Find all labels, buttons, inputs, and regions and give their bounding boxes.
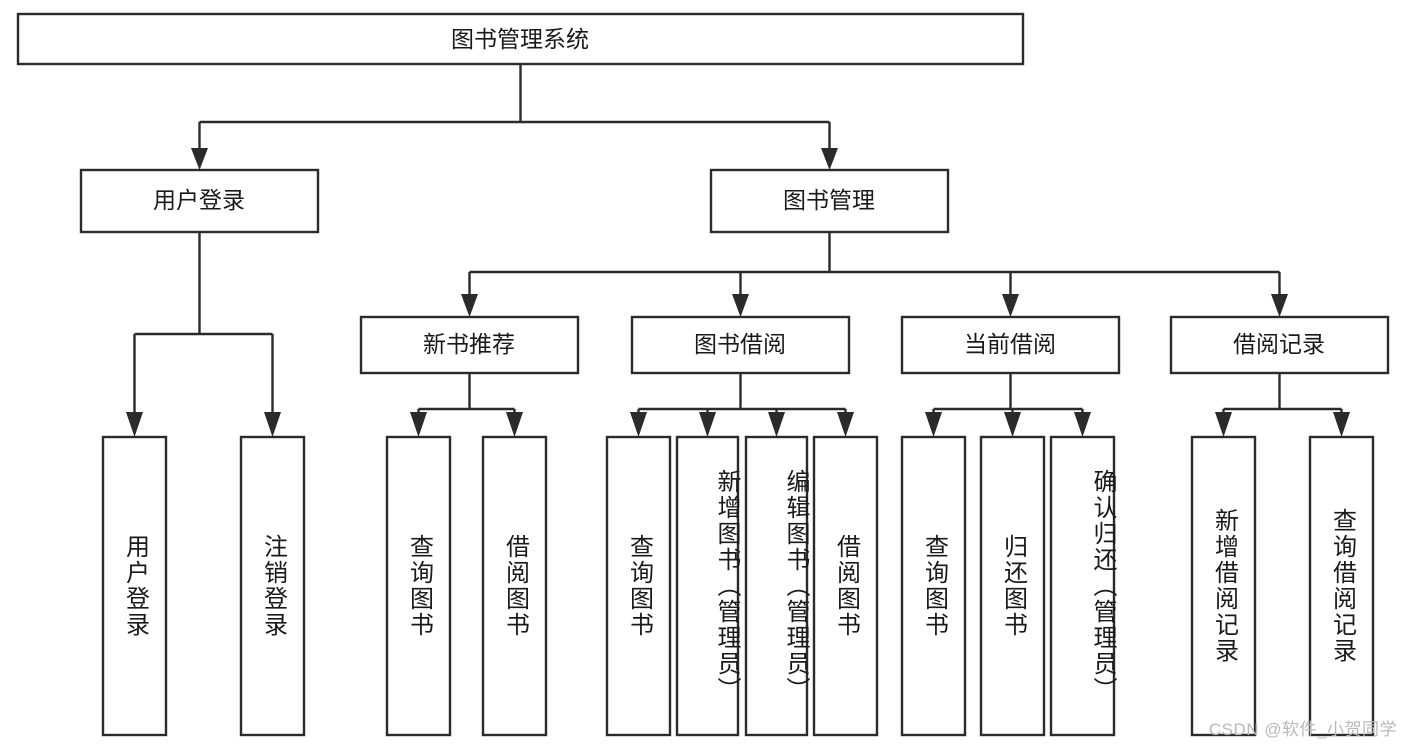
arrow-head-icon (768, 412, 785, 437)
node-borrow-records[interactable] (1169, 315, 1390, 375)
arrow-head-icon (699, 412, 716, 437)
leaf-query-book-newbook[interactable] (385, 435, 452, 737)
leaf-query-book-borrow[interactable] (605, 435, 672, 737)
arrow-head-icon (506, 412, 523, 437)
node-root-label: 图书管理系统 (451, 26, 589, 52)
arrow-head-icon (1333, 412, 1350, 437)
arrow-head-icon (1004, 412, 1021, 437)
csdn-watermark: CSDN @软件_小贺同学 (1208, 720, 1397, 739)
leaf-add-borrow-record[interactable] (1190, 435, 1257, 737)
arrow-head-icon (264, 412, 281, 437)
arrow-head-icon (630, 412, 647, 437)
arrow-head-icon (1271, 294, 1288, 317)
leaf-add-book-admin[interactable] (675, 435, 740, 737)
node-user-login[interactable] (79, 168, 320, 234)
leaf-logout[interactable] (239, 435, 306, 737)
leaf-edit-book-admin[interactable] (744, 435, 809, 737)
arrow-head-icon (191, 148, 208, 170)
leaf-query-borrow-record[interactable] (1308, 435, 1375, 737)
leaf-borrow-book-newbook[interactable] (481, 435, 548, 737)
node-current-borrow[interactable] (900, 315, 1121, 375)
arrow-head-icon (1074, 412, 1091, 437)
leaf-user-login[interactable] (101, 435, 168, 737)
node-borrow-records-label: 借阅记录 (1233, 331, 1325, 357)
connector-userlogin-to-leaves (126, 232, 281, 437)
node-book-management[interactable] (709, 168, 950, 234)
arrow-head-icon (732, 294, 749, 317)
arrow-head-icon (126, 412, 143, 437)
arrow-head-icon (821, 148, 838, 170)
arrow-head-icon (837, 412, 854, 437)
leaf-borrow-book[interactable] (812, 435, 879, 737)
connector-newbook-to-leaves (410, 373, 523, 437)
node-new-book-recommend[interactable] (359, 315, 580, 375)
leaf-return-book[interactable] (979, 435, 1046, 737)
arrow-head-icon (925, 412, 942, 437)
arrow-head-icon (1002, 294, 1019, 317)
node-current-borrow-label: 当前借阅 (964, 331, 1056, 357)
node-root[interactable] (16, 12, 1025, 66)
node-book-borrow-label: 图书借阅 (694, 331, 786, 357)
node-user-login-label: 用户登录 (153, 187, 245, 213)
node-book-borrow[interactable] (630, 315, 851, 375)
node-book-management-label: 图书管理 (783, 187, 875, 213)
connector-records-to-leaves (1215, 373, 1350, 437)
connector-root-to-level2 (191, 64, 838, 170)
arrow-head-icon (461, 294, 478, 317)
leaf-confirm-return-admin[interactable] (1049, 435, 1116, 737)
connector-bookmgmt-to-level3 (461, 232, 1288, 317)
arrow-head-icon (410, 412, 427, 437)
connector-borrowbook-to-leaves (630, 373, 854, 437)
connector-current-to-leaves (925, 373, 1091, 437)
node-new-book-recommend-label: 新书推荐 (423, 331, 515, 357)
arrow-head-icon (1215, 412, 1232, 437)
leaf-query-book-current[interactable] (900, 435, 967, 737)
